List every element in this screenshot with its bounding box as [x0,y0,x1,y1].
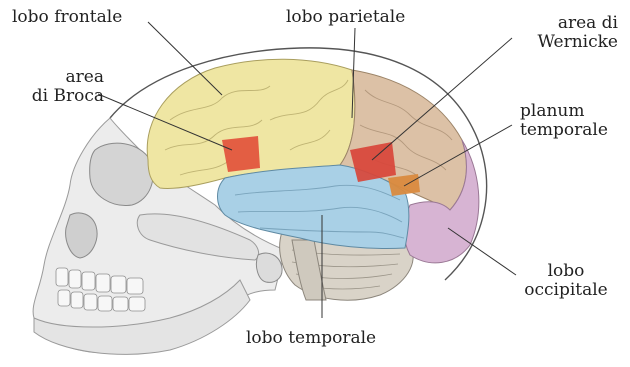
label-area-di-wernicke-line2: Wernicke [500,33,618,52]
label-lobo-frontale: lobo frontale [12,8,122,27]
broca-area [222,136,260,172]
label-lobo-temporale: lobo temporale [246,329,376,348]
label-planum-temporale-line1: planum [520,102,608,121]
label-area-di-broca-line1: area [12,68,104,87]
label-planum-temporale-line2: temporale [520,121,608,140]
label-planum-temporale: planum temporale [520,102,608,140]
label-lobo-parietale: lobo parietale [286,8,405,27]
label-lobo-occipitale-line2: occipitale [512,281,620,300]
label-area-di-wernicke: area di Wernicke [500,14,618,52]
skull-eye-socket [90,143,153,205]
label-area-di-broca-line2: di Broca [12,87,104,106]
label-lobo-occipitale: lobo occipitale [512,262,620,300]
label-lobo-occipitale-line1: lobo [512,262,620,281]
label-area-di-wernicke-line1: area di [500,14,618,33]
label-area-di-broca: area di Broca [12,68,104,106]
